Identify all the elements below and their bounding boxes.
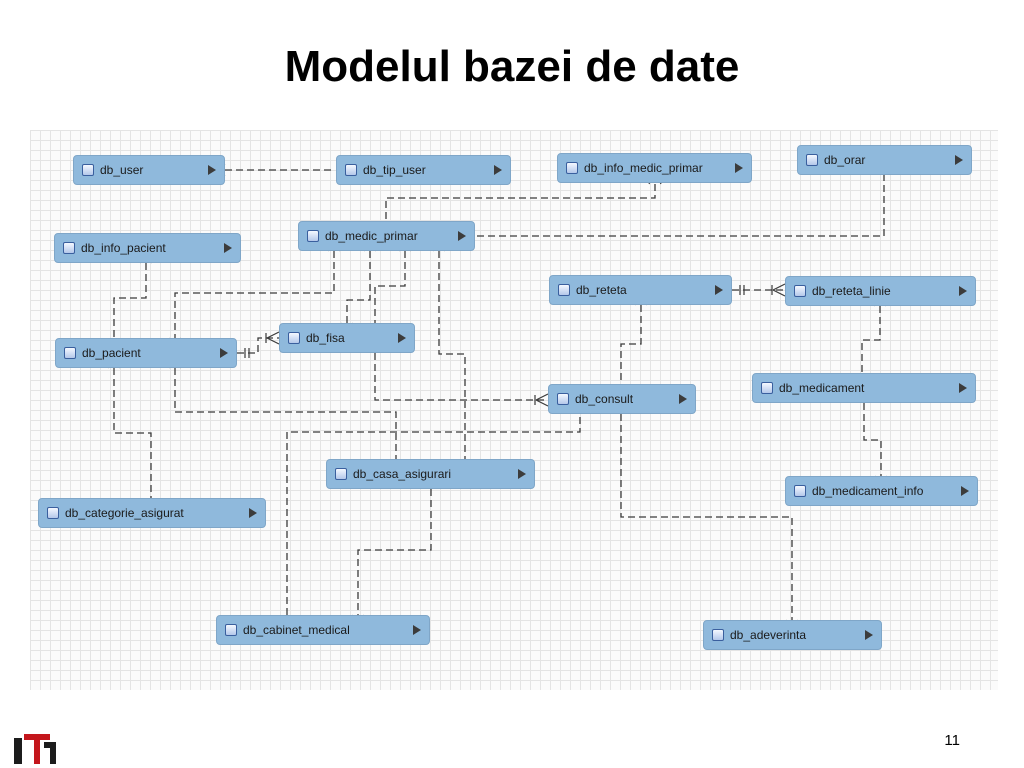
table-icon	[307, 230, 319, 242]
table-db-adeverinta[interactable]: db_adeverinta	[703, 620, 882, 650]
table-name: db_tip_user	[363, 163, 426, 177]
relationship-db-medic-primar-db-fisa	[340, 237, 377, 337]
table-db-tip-user[interactable]: db_tip_user	[336, 155, 511, 185]
expand-arrow-icon[interactable]	[959, 286, 967, 296]
table-name: db_fisa	[306, 331, 345, 345]
table-icon	[557, 393, 569, 405]
table-icon	[288, 332, 300, 344]
table-icon	[794, 285, 806, 297]
table-icon	[806, 154, 818, 166]
diagram-canvas	[30, 130, 998, 690]
table-icon	[794, 485, 806, 497]
expand-arrow-icon[interactable]	[494, 165, 502, 175]
table-icon	[712, 629, 724, 641]
expand-arrow-icon[interactable]	[679, 394, 687, 404]
table-icon	[225, 624, 237, 636]
expand-arrow-icon[interactable]	[413, 625, 421, 635]
table-name: db_reteta_linie	[812, 284, 891, 298]
relationship-db-cabinet-medical-db-consult	[282, 401, 585, 631]
table-db-categorie-asigurat[interactable]: db_categorie_asigurat	[38, 498, 266, 528]
table-name: db_user	[100, 163, 144, 177]
relationship-db-casa-asigurari-db-cabinet-medical	[351, 476, 436, 629]
table-icon	[558, 284, 570, 296]
relationship-db-reteta-linie-db-medicament	[857, 292, 887, 386]
table-db-info-medic-primar[interactable]: db_info_medic_primar	[557, 153, 752, 183]
relationship-db-medicament-db-medicament-info	[859, 390, 888, 490]
table-name: db_pacient	[82, 346, 141, 360]
table-name: db_cabinet_medical	[243, 623, 350, 637]
table-db-reteta-linie[interactable]: db_reteta_linie	[785, 276, 976, 306]
table-name: db_info_medic_primar	[584, 161, 703, 175]
table-db-consult[interactable]: db_consult	[548, 384, 696, 414]
table-db-medic-primar[interactable]: db_medic_primar	[298, 221, 475, 251]
table-db-info-pacient[interactable]: db_info_pacient	[54, 233, 241, 263]
table-name: db_adeverinta	[730, 628, 807, 642]
expand-arrow-icon[interactable]	[220, 348, 228, 358]
relationship-db-pacient-db-casa-asigurari	[168, 354, 401, 475]
expand-arrow-icon[interactable]	[715, 285, 723, 295]
table-db-orar[interactable]: db_orar	[797, 145, 972, 175]
table-icon	[47, 507, 59, 519]
expand-arrow-icon[interactable]	[458, 231, 466, 241]
expand-arrow-icon[interactable]	[224, 243, 232, 253]
table-icon	[761, 382, 773, 394]
table-name: db_casa_asigurari	[353, 467, 452, 481]
relationship-db-pacient-db-categorie-asigurat	[107, 354, 156, 514]
expand-arrow-icon[interactable]	[959, 383, 967, 393]
table-icon	[82, 164, 94, 176]
expand-arrow-icon[interactable]	[518, 469, 526, 479]
table-icon	[566, 162, 578, 174]
relationship-db-info-pacient-db-pacient	[109, 249, 153, 351]
table-name: db_medicament	[779, 381, 865, 395]
relationship-db-medic-primar-db-consult	[374, 237, 549, 407]
expand-arrow-icon[interactable]	[865, 630, 873, 640]
expand-arrow-icon[interactable]	[208, 165, 216, 175]
table-icon	[335, 468, 347, 480]
university-logo-icon	[14, 734, 56, 764]
table-name: db_info_pacient	[81, 241, 166, 255]
table-icon	[345, 164, 357, 176]
table-name: db_medic_primar	[325, 229, 418, 243]
page-number: 11	[944, 732, 960, 749]
table-name: db_medicament_info	[812, 484, 924, 498]
expand-arrow-icon[interactable]	[735, 163, 743, 173]
table-db-casa-asigurari[interactable]: db_casa_asigurari	[326, 459, 535, 489]
relationship-db-reteta-db-reteta-linie	[732, 283, 786, 297]
table-icon	[63, 242, 75, 254]
table-db-medicament[interactable]: db_medicament	[752, 373, 976, 403]
table-name: db_reteta	[576, 283, 627, 297]
table-db-medicament-info[interactable]: db_medicament_info	[785, 476, 978, 506]
table-name: db_consult	[575, 392, 634, 406]
expand-arrow-icon[interactable]	[961, 486, 969, 496]
table-name: db_categorie_asigurat	[65, 506, 184, 520]
table-db-cabinet-medical[interactable]: db_cabinet_medical	[216, 615, 430, 645]
table-name: db_orar	[824, 153, 866, 167]
expand-arrow-icon[interactable]	[398, 333, 406, 343]
expand-arrow-icon[interactable]	[955, 155, 963, 165]
relationship-db-user-db-tip-user	[211, 163, 348, 177]
relationship-db-medic-primar-db-casa-asigurari	[432, 237, 470, 472]
relationship-db-pacient-db-fisa	[237, 331, 280, 358]
relationship-db-consult-db-adeverinta	[616, 401, 799, 634]
expand-arrow-icon[interactable]	[249, 508, 257, 518]
slide-title: Modelul bazei de date	[284, 42, 740, 91]
relationship-db-reteta-db-consult	[616, 291, 648, 397]
table-db-fisa[interactable]: db_fisa	[279, 323, 415, 353]
table-db-reteta[interactable]: db_reteta	[549, 275, 732, 305]
table-db-pacient[interactable]: db_pacient	[55, 338, 237, 368]
table-icon	[64, 347, 76, 359]
table-db-user[interactable]: db_user	[73, 155, 225, 185]
